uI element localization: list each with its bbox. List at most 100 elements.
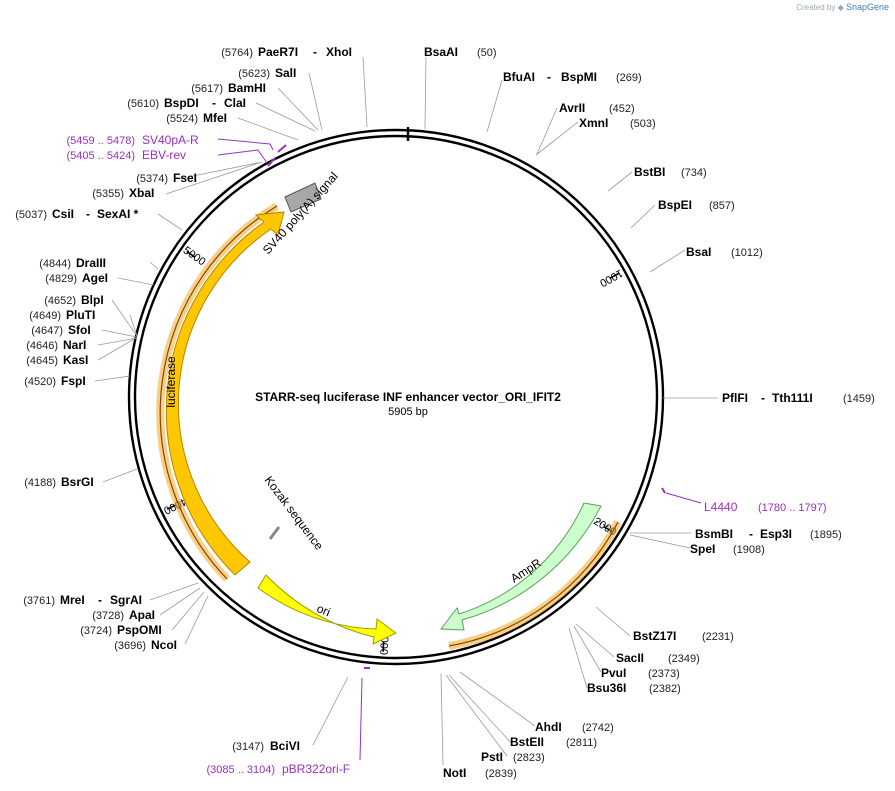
enzyme-name: SacII <box>616 651 644 665</box>
enzyme-leaders <box>94 56 718 766</box>
enzyme-pos: (734) <box>681 167 707 179</box>
enzyme-separator: - <box>749 527 753 541</box>
enzyme-pos: (3696) <box>114 640 146 652</box>
enzyme-pos: (5037) <box>15 209 47 221</box>
primer-name: SV40pA-R <box>142 133 199 147</box>
enzyme-separator: - <box>212 96 216 110</box>
enzyme-name: PvuI <box>601 666 626 680</box>
enzyme-pos: (1459) <box>843 393 875 405</box>
enzyme-pos: (5610) <box>127 98 159 110</box>
enzyme-separator: - <box>547 70 551 84</box>
enzyme-name: BciVI <box>270 739 300 753</box>
enzyme-pos: (2231) <box>702 631 734 643</box>
enzyme-name: SfoI <box>68 323 91 337</box>
enzyme-pos: (1895) <box>810 529 842 541</box>
enzyme-name-2: XhoI <box>326 45 352 59</box>
enzyme-name: XmnI <box>579 116 608 130</box>
enzyme-name: SalI <box>275 66 296 80</box>
primer-pos: (1780 .. 1797) <box>758 502 827 514</box>
enzyme-name: ApaI <box>129 608 155 622</box>
tick-mark <box>166 504 177 511</box>
enzyme-separator: - <box>86 207 90 221</box>
enzyme-name-2: Esp3I <box>760 527 792 541</box>
enzyme-pos: (2373) <box>648 668 680 680</box>
enzyme-name: BspDI <box>164 96 199 110</box>
enzyme-pos: (5524) <box>166 113 198 125</box>
tick-mark <box>382 641 385 652</box>
kozak-mark <box>268 526 281 540</box>
luciferase-arrow <box>165 211 285 576</box>
tick-label: 1000 <box>598 267 625 289</box>
enzyme-name: PflFI <box>722 391 748 405</box>
kozak-label: Kozak sequence <box>262 473 327 553</box>
enzyme-name: BstZ17I <box>633 629 676 643</box>
primer-pos: (3085 .. 3104) <box>207 764 276 776</box>
snapgene-watermark: Created by ◆ SnapGene <box>796 2 889 12</box>
enzyme-pos: (4649) <box>29 310 61 322</box>
enzyme-pos: (857) <box>709 200 735 212</box>
enzyme-name: BsrGI <box>61 475 94 489</box>
enzyme-name-2: BspMI <box>561 70 597 84</box>
enzyme-name: BsaAI <box>424 45 458 59</box>
enzyme-name-2: ClaI <box>224 96 246 110</box>
enzyme-name: PspOMI <box>117 623 162 637</box>
enzyme-pos: (1012) <box>731 247 763 259</box>
ampr-orf-line <box>448 521 619 647</box>
enzyme-pos: (1908) <box>733 544 765 556</box>
plasmid-size: 5905 bp <box>388 406 428 418</box>
primer-pos: (5405 .. 5424) <box>67 150 136 162</box>
luciferase-orf-line <box>159 205 278 580</box>
watermark-brand: SnapGene <box>845 2 889 12</box>
primer-name: L4440 <box>704 500 738 514</box>
enzyme-name: Bsu36I <box>587 681 626 695</box>
enzyme-name: FseI <box>173 171 197 185</box>
enzyme-name: BfuAI <box>503 70 535 84</box>
enzyme-pos: (4645) <box>26 355 58 367</box>
enzyme-separator: - <box>98 593 102 607</box>
enzyme-name: AhdI <box>535 720 562 734</box>
enzyme-name: BsaI <box>686 245 711 259</box>
enzyme-pos: (4646) <box>26 340 58 352</box>
enzyme-name: FspI <box>61 374 86 388</box>
enzyme-name-2: Tth111I <box>772 391 813 405</box>
enzyme-pos: (2811) <box>566 737 597 749</box>
enzyme-name: BlpI <box>81 293 104 307</box>
tick-mark <box>186 250 196 258</box>
tick-mark <box>609 272 620 279</box>
enzyme-pos: (452) <box>609 103 635 115</box>
enzyme-pos: (4844) <box>39 258 71 270</box>
enzyme-name: BstBI <box>634 165 665 179</box>
enzyme-name-2: SexAI * <box>97 207 139 221</box>
ampr-orf-start-dash <box>595 520 612 529</box>
enzyme-pos: (3728) <box>92 610 124 622</box>
watermark-prefix: Created by <box>796 3 836 12</box>
enzyme-name: MreI <box>60 593 85 607</box>
luciferase-label: luciferase <box>164 356 178 408</box>
enzyme-name: PluTI <box>66 308 95 322</box>
primer-name: EBV-rev <box>142 148 186 162</box>
plasmid-title: STARR-seq luciferase INF enhancer vector… <box>255 390 561 404</box>
enzyme-name: BsmBI <box>695 527 733 541</box>
enzyme-pos: (4652) <box>44 295 76 307</box>
enzyme-name: SpeI <box>690 542 715 556</box>
enzyme-pos: (2823) <box>513 752 545 764</box>
ori-arrow <box>257 574 397 645</box>
enzyme-name: XbaI <box>129 186 154 200</box>
snapgene-logo-icon: ◆ <box>837 3 844 12</box>
enzyme-name: BspEI <box>658 198 692 212</box>
enzyme-pos: (2839) <box>485 768 517 780</box>
primer-labels: (5459 .. 5478) SV40pA-R (5405 .. 5424) E… <box>67 133 827 776</box>
enzyme-pos: (269) <box>616 72 642 84</box>
enzyme-pos: (5764) <box>221 47 253 59</box>
enzyme-name: NotI <box>443 766 466 780</box>
enzyme-labels: (5764) PaeR7I - XhoI (5623) SalI (5617) … <box>15 45 875 780</box>
primer-pos: (5459 .. 5478) <box>67 135 136 147</box>
enzyme-name: PstI <box>481 750 503 764</box>
ori-label: ori <box>315 601 333 619</box>
enzyme-pos: (5623) <box>238 68 270 80</box>
enzyme-pos: (50) <box>477 47 497 59</box>
primer-leaders <box>217 138 702 761</box>
enzyme-name: NcoI <box>151 638 177 652</box>
enzyme-pos: (3724) <box>80 625 112 637</box>
